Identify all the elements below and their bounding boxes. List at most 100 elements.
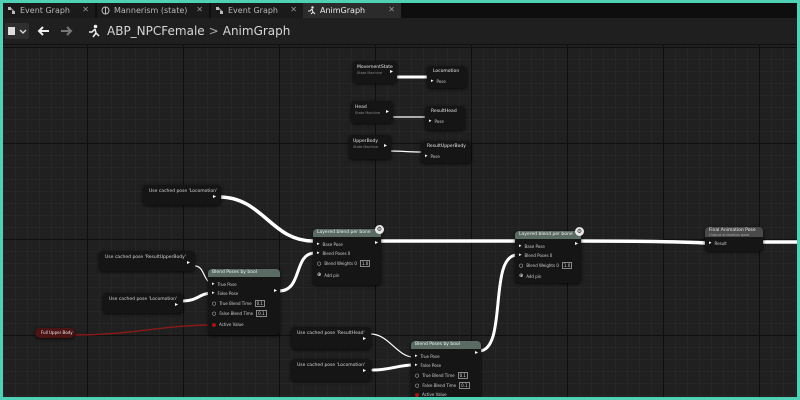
pose-output-icon[interactable]: ▸ [186, 259, 190, 266]
base-pose-pin[interactable]: ▸Base Pose [519, 243, 545, 249]
blend-poses-0-pin[interactable]: ▸Blend Poses 0 [519, 252, 552, 258]
saved-cached-pose-resultupperbody[interactable]: ResultUpperBody ▸Pose [421, 141, 471, 163]
float-pin-icon: ○ [519, 262, 524, 269]
true-pose-pin[interactable]: ▸True Pose [415, 353, 440, 359]
blend-weights-0-value[interactable]: 1.0 [561, 262, 573, 269]
add-pin-button[interactable]: ⊕Add pin [519, 273, 541, 279]
plus-circle-icon: ⊕ [519, 273, 524, 279]
false-blend-time-value[interactable]: 0.1 [256, 310, 267, 317]
view-options-button[interactable] [5, 23, 29, 39]
node-title: Full Upper Body [41, 330, 73, 335]
layered-blend-per-bone-1[interactable]: Layered blend per bone ⚙ ▸Base Pose ▸Ble… [313, 225, 384, 285]
saved-cached-pose-locomotion[interactable]: Locomotion ▸Pose [427, 66, 467, 88]
float-pin-icon: ○ [212, 310, 217, 317]
pose-pin-icon: ▸ [415, 362, 418, 368]
breadcrumb-asset[interactable]: ABP_NPCFemale [107, 24, 205, 38]
float-pin-icon: ○ [317, 260, 322, 267]
cached-pose-resulthead[interactable]: Use cached pose 'ResultHead' ▸ [291, 327, 371, 349]
pose-pin-icon: ▸ [425, 153, 428, 159]
pose-input-pin[interactable]: ▸Pose [429, 118, 444, 124]
tab-mannerism-state[interactable]: Mannerism (state) ✕ [97, 3, 209, 18]
node-header: Final Animation Pose Output animation po… [705, 227, 763, 237]
true-pose-pin[interactable]: ▸True Pose [212, 281, 237, 287]
pose-output-icon[interactable]: ▸ [362, 367, 366, 374]
running-man-icon [307, 6, 316, 15]
pin-label: True Blend Time [422, 373, 455, 378]
false-pose-pin[interactable]: ▸False Pose [212, 290, 238, 296]
node-title: Use cached pose 'ResultUpperBody' [105, 255, 186, 260]
float-pin-icon: ○ [415, 372, 420, 379]
blend-poses-by-bool-1[interactable]: Blend Poses by bool ▸True Pose ▸False Po… [208, 269, 280, 335]
saved-cached-pose-resulthead[interactable]: ResultHead ▸Pose [425, 106, 465, 130]
pose-output-icon[interactable]: ▸ [389, 68, 393, 75]
state-machine-head[interactable]: Head State Machine ▸ [351, 101, 393, 123]
pose-output-icon[interactable]: ▸ [385, 108, 389, 115]
pose-pin-icon: ▸ [212, 290, 215, 296]
float-pin-icon: ○ [415, 382, 420, 389]
false-pose-pin[interactable]: ▸False Pose [415, 362, 441, 368]
node-title: Use cached pose 'Locomotion' [297, 363, 366, 368]
pin-label: True Pose [420, 353, 440, 359]
node-subtitle: State Machine [357, 71, 383, 75]
pose-output-icon[interactable]: ▸ [474, 349, 478, 356]
close-icon[interactable]: ✕ [82, 5, 89, 14]
tab-event-graph-1[interactable]: Event Graph ✕ [3, 3, 95, 18]
blend-poses-by-bool-2[interactable]: Blend Poses by bool ▸True Pose ▸False Po… [411, 341, 481, 397]
true-blend-time-value[interactable]: 0.1 [254, 300, 265, 307]
pin-label: Pose [434, 118, 444, 124]
true-blend-time-value[interactable]: 0.1 [457, 372, 468, 379]
tab-label: Event Graph [228, 6, 278, 15]
cached-pose-locomotion-bottom[interactable]: Use cached pose 'Locomotion' ▸ [291, 359, 371, 381]
gear-icon[interactable]: ⚙ [575, 227, 584, 236]
pose-output-icon[interactable]: ▸ [174, 301, 178, 308]
pose-output-icon[interactable]: ▸ [273, 287, 277, 294]
state-machine-movementstate[interactable]: MovementState State Machine ▸ [353, 61, 397, 83]
book-icon [8, 27, 27, 35]
close-icon[interactable]: ✕ [196, 5, 203, 14]
state-machine-upperbody[interactable]: UpperBody State Machine ▸ [349, 135, 391, 159]
close-icon[interactable]: ✕ [290, 5, 297, 14]
active-value-pin[interactable]: Active Value [212, 322, 244, 327]
variable-full-upper-body[interactable]: Full Upper Body [35, 328, 75, 338]
breadcrumb-graph[interactable]: AnimGraph [222, 24, 291, 38]
event-graph-icon [7, 6, 16, 15]
arrow-left-icon [37, 26, 49, 36]
gear-icon[interactable]: ⚙ [375, 225, 384, 234]
pin-label: False Blend Time [219, 311, 254, 316]
close-icon[interactable]: ✕ [388, 5, 395, 14]
pose-input-pin[interactable]: ▸Pose [425, 153, 440, 159]
pose-output-icon[interactable]: ▸ [374, 239, 378, 246]
add-pin-button[interactable]: ⊕Add pin [317, 272, 339, 278]
false-blend-time-value[interactable]: 0.1 [459, 382, 470, 389]
base-pose-pin[interactable]: ▸Base Pose [317, 241, 343, 247]
pose-pin-icon: ▸ [519, 243, 522, 249]
blend-poses-0-pin[interactable]: ▸Blend Poses 0 [317, 250, 350, 256]
final-animation-pose-node[interactable]: Final Animation Pose Output animation po… [705, 227, 763, 251]
pose-output-icon[interactable]: ▸ [362, 335, 366, 342]
layered-blend-per-bone-2[interactable]: Layered blend per bone ⚙ ▸Base Pose ▸Ble… [515, 227, 584, 283]
pose-output-icon[interactable]: ▸ [574, 240, 578, 247]
tab-animgraph[interactable]: AnimGraph ✕ [303, 3, 401, 18]
pose-output-icon[interactable]: ▸ [212, 193, 216, 200]
cached-pose-resultupperbody[interactable]: Use cached pose 'ResultUpperBody' ▸ [99, 251, 195, 271]
cached-pose-locomotion-top[interactable]: Use cached pose 'Locomotion' ▸ [143, 185, 221, 205]
pose-output-icon[interactable]: ▸ [383, 142, 387, 149]
result-pin[interactable]: ▸Result [709, 240, 727, 246]
forward-button[interactable] [57, 23, 75, 39]
tab-event-graph-2[interactable]: Event Graph ✕ [211, 3, 303, 18]
bool-pin-icon [415, 392, 419, 397]
blend-weights-0-value[interactable]: 1.0 [359, 260, 371, 267]
back-button[interactable] [35, 23, 53, 39]
active-value-pin[interactable]: Active Value [415, 392, 447, 397]
graph-canvas[interactable]: MovementState State Machine ▸ Locomotion… [3, 45, 797, 397]
cached-pose-locomotion-mid[interactable]: Use cached pose 'Locomotion' ▸ [103, 293, 183, 313]
pose-input-pin[interactable]: ▸Pose [431, 78, 446, 84]
wire-layered2-to-output [579, 239, 707, 245]
bool-pin-icon [212, 322, 216, 327]
